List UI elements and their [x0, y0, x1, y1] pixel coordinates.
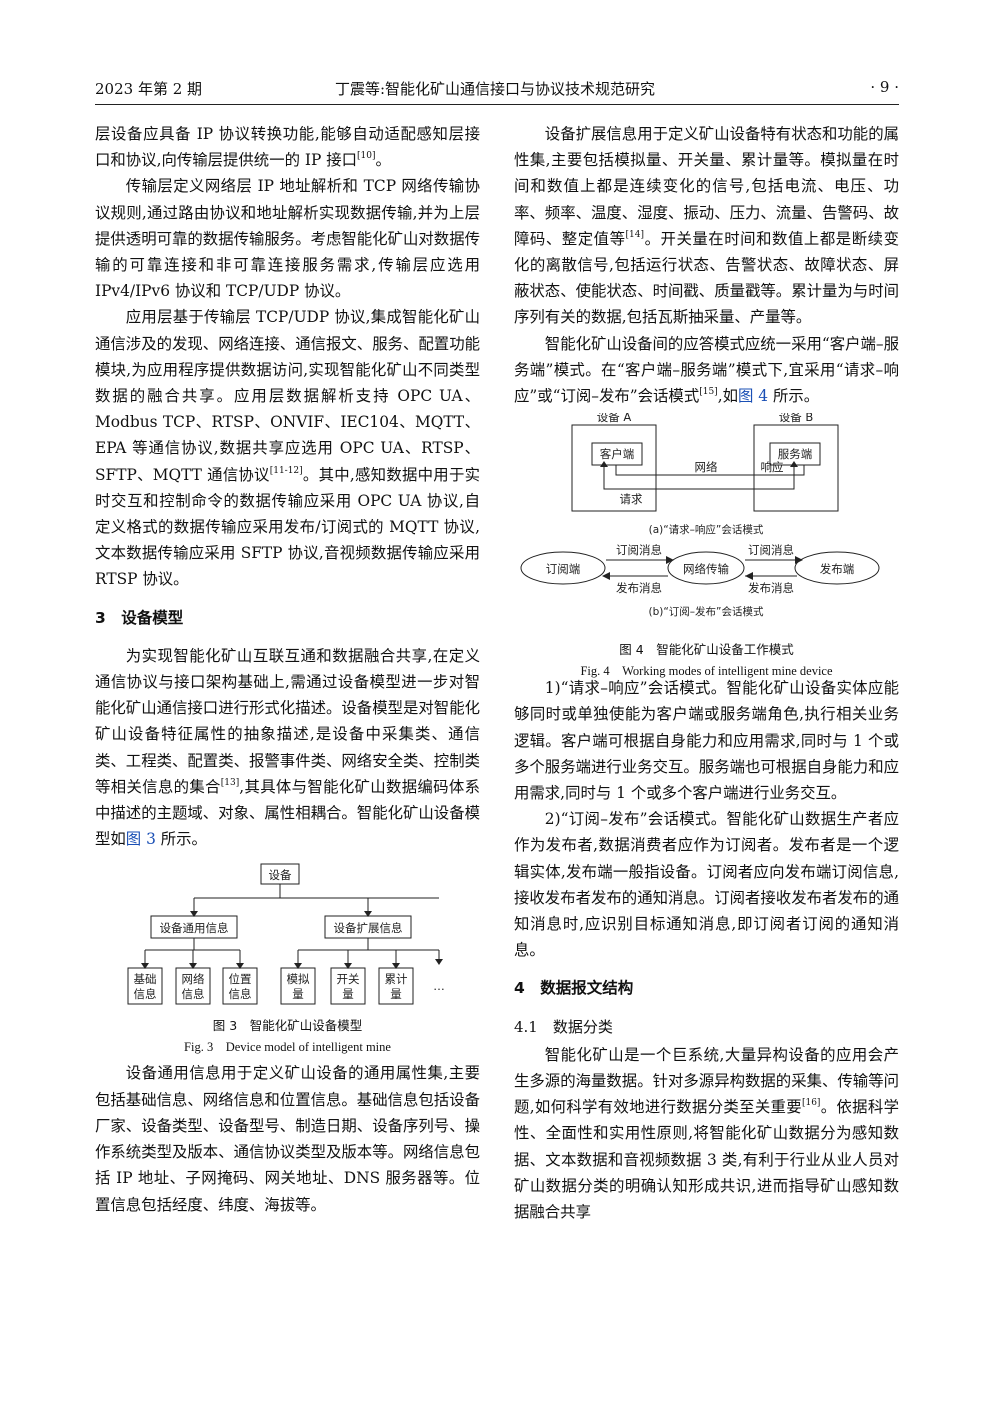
svg-text:网络: 网络	[182, 972, 205, 986]
devB-label: 设备 B	[779, 413, 814, 424]
figure-caption-en: Fig. 4 Working modes of intelligent mine…	[580, 664, 833, 679]
extend-label: 设备扩展信息	[334, 921, 403, 935]
citation[interactable]: [16]	[801, 1098, 821, 1109]
svg-text:发布消息: 发布消息	[616, 581, 662, 595]
page-number: · 9 ·	[870, 78, 899, 96]
device-model-diagram: 设备 设备通用信息 设备扩展信息 基础 信息 网络 信息 位置 信息 模拟 量 …	[127, 863, 445, 1005]
paragraph: 为实现智能化矿山互联互通和数据融合共享,在定义通信协议与接口架构基础上,需通过设…	[95, 646, 480, 849]
svg-text:开关: 开关	[337, 972, 360, 986]
device-b-box	[753, 424, 839, 512]
general-label: 设备通用信息	[160, 921, 229, 935]
section-heading: 3 设备模型	[95, 608, 184, 627]
client-label: 客户端	[600, 447, 635, 461]
subscriber-label: 订阅端	[546, 562, 581, 576]
citation[interactable]: [11-12]	[269, 465, 303, 476]
paragraph: 层设备应具备 IP 协议转换功能,能够自动适配感知层接口和协议,向传输层提供统一…	[95, 125, 480, 170]
citation[interactable]: [13]	[220, 777, 240, 788]
left-column: 层设备应具备 IP 协议转换功能,能够自动适配感知层接口和协议,向传输层提供统一…	[95, 121, 480, 1218]
paragraph: 智能化矿山是一个巨系统,大量异构设备的应用会产生多源的海量数据。针对多源异构数据…	[514, 1045, 899, 1222]
figure-caption-cn: 图 4 智能化矿山设备工作模式	[619, 642, 794, 658]
paragraph: 1)“请求–响应”会话模式。智能化矿山设备实体应能够同时或单独使能为客户端或服务…	[514, 679, 899, 803]
root-label: 设备	[269, 868, 292, 882]
figure-3: 设备 设备通用信息 设备扩展信息 基础 信息 网络 信息 位置 信息 模拟 量 …	[95, 856, 480, 1056]
network-label: 网络	[695, 460, 718, 474]
publisher-node	[794, 551, 880, 585]
svg-text:模拟: 模拟	[287, 972, 310, 986]
page-header: 2023 年第 2 期 丁震等:智能化矿山通信接口与协议技术规范研究 · 9 ·	[95, 74, 899, 106]
subsection-heading: 4.1 数据分类	[514, 1017, 613, 1036]
paragraph: 设备通用信息用于定义矿山设备的通用属性集,主要包括基础信息、网络信息和位置信息。…	[95, 1064, 480, 1214]
figure-link[interactable]: 图 4	[738, 387, 769, 406]
nettrans-node	[667, 551, 745, 585]
svg-text:订阅消息: 订阅消息	[748, 543, 794, 557]
citation[interactable]: [10]	[356, 151, 376, 162]
svg-text:量: 量	[390, 987, 402, 1001]
svg-text:量: 量	[292, 987, 304, 1001]
svg-text:订阅消息: 订阅消息	[616, 543, 662, 557]
paragraph: 传输层定义网络层 IP 地址解析和 TCP 网络传输协议规则,通过路由协议和地址…	[95, 177, 480, 301]
figure-caption-cn: 图 3 智能化矿山设备模型	[212, 1017, 363, 1033]
figure-link[interactable]: 图 3	[125, 830, 156, 849]
client-box	[591, 442, 643, 466]
subscriber-node	[520, 551, 606, 585]
svg-text:位置: 位置	[229, 972, 252, 986]
request-label: 请求	[620, 492, 643, 506]
right-column: 设备扩展信息用于定义矿山设备特有状态和功能的属性集,主要包括模拟量、开关量、累计…	[514, 121, 899, 1225]
paragraph: 2)“订阅–发布”会话模式。智能化矿山数据生产者应作为发布者,数据消费者应作为订…	[514, 810, 899, 960]
svg-text:信息: 信息	[182, 987, 205, 1001]
citation[interactable]: [14]	[625, 229, 645, 240]
paragraph: 设备扩展信息用于定义矿山设备特有状态和功能的属性集,主要包括模拟量、开关量、累计…	[514, 125, 899, 327]
subfig-a-caption: (a)“请求–响应”会话模式	[649, 523, 764, 536]
paragraph: 应用层基于传输层 TCP/UDP 协议,集成智能化矿山通信涉及的发现、网络连接、…	[95, 308, 480, 589]
svg-text:发布消息: 发布消息	[748, 581, 794, 595]
header-rule	[95, 104, 899, 105]
svg-text:信息: 信息	[134, 987, 157, 1001]
journal-issue: 2023 年第 2 期	[95, 80, 203, 98]
svg-text:基础: 基础	[134, 972, 157, 986]
citation[interactable]: [15]	[699, 387, 718, 398]
figure-caption-en: Fig. 3 Device model of intelligent mine	[184, 1039, 391, 1054]
svg-text:累计: 累计	[385, 972, 408, 986]
svg-text:量: 量	[342, 987, 354, 1001]
devA-label: 设备 A	[597, 413, 632, 424]
figure-4: 设备 A 设备 B 客户端 服务端 网络 响应 请求 (a)“请求–响应”会话模…	[514, 410, 899, 678]
subfig-b-caption: (b)“订阅–发布”会话模式	[649, 605, 764, 618]
device-a-box	[571, 424, 657, 512]
response-label: 响应	[761, 460, 784, 474]
ellipsis: …	[433, 979, 445, 993]
running-title: 丁震等:智能化矿山通信接口与协议技术规范研究	[335, 80, 656, 98]
nettrans-label: 网络传输	[683, 562, 729, 576]
section-heading: 4 数据报文结构	[514, 979, 634, 998]
publisher-label: 发布端	[820, 562, 855, 576]
svg-text:信息: 信息	[229, 987, 252, 1001]
paragraph: 智能化矿山设备间的应答模式应统一采用“客户端–服务端”模式。在“客户端–服务端”…	[514, 334, 899, 406]
server-label: 服务端	[778, 447, 813, 461]
work-mode-diagram: 设备 A 设备 B 客户端 服务端 网络 响应 请求 (a)“请求–响应”会话模…	[520, 410, 880, 618]
